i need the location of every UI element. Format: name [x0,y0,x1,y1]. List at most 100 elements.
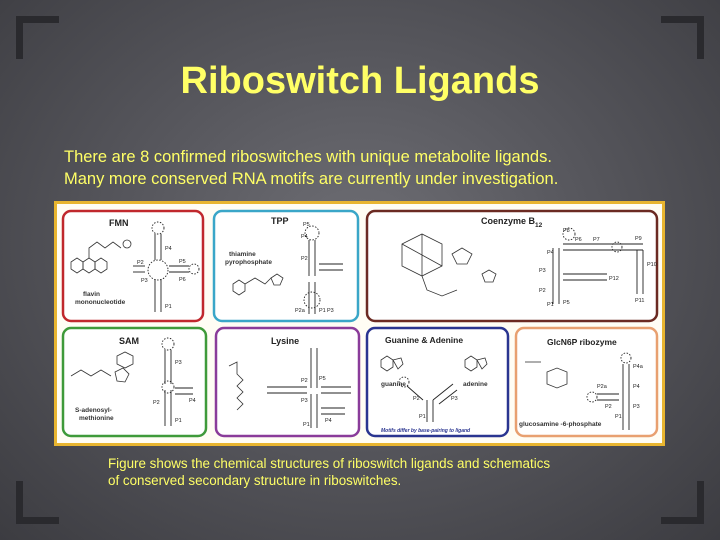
guanine-footnote: Motifs differ by base-pairing to ligand [381,428,471,434]
coenzyme-title-sub: 12 [535,222,543,229]
riboswitch-figure: FMN flavin mononucleotide [54,201,665,446]
panel-sam: SAM S-adenosyl- methionine [61,326,208,438]
fmn-stem-label-p3: P3 [141,278,148,284]
sam-stem-label-p1: P1 [175,418,182,424]
fmn-stem-label-p2: P2 [137,260,144,266]
coenzyme-stem-label-p12: P12 [609,276,619,282]
coenzyme-stem-label-p6: P6 [575,237,582,243]
sam-ligand-line1: S-adenosyl- [75,407,112,414]
fmn-ligand-line1: flavin [83,291,100,298]
caption-line-2: of conserved secondary structure in ribo… [108,473,402,488]
panel-glcn6p-title: GlcN6P ribozyme [547,337,617,347]
caption-line-1: Figure shows the chemical structures of … [108,456,551,471]
panel-coenzyme-title: Coenzyme B12 [481,216,543,229]
fmn-rna-schematic [133,221,200,312]
fmn-stem-label-p6: P6 [179,277,186,283]
intro-line-2: Many more conserved RNA motifs are curre… [64,170,559,188]
coenzyme-stem-label-p10: P10 [647,262,657,268]
coenzyme-stem-label-p4: P4 [547,250,554,256]
corner-bracket-top-right [661,16,704,59]
glcn6p-stem-label-p3: P3 [633,404,640,410]
guanine-rna-schematic [398,376,458,422]
panel-guanine-adenine: Guanine & Adenine guanine adenine [365,326,510,438]
panel-coenzyme-border [365,209,659,323]
guanine-adenine-structure-icons [380,355,488,372]
panel-fmn-title: FMN [109,218,129,228]
glcn6p-stem-label-p2a: P2a [597,384,608,390]
panel-glcn6p: GlcN6P ribozyme glucosamine -6-phosphate… [514,326,659,438]
coenzyme-stem-label-p1: P1 [547,302,554,308]
guanine-label: guanine [381,381,406,388]
panel-sam-title: SAM [119,336,139,346]
fmn-stem-label-p5: P5 [179,259,186,265]
intro-text: There are 8 confirmed riboswitches with … [64,146,684,190]
corner-bracket-top-left [16,16,59,59]
fmn-stem-label-p4: P4 [165,246,172,252]
panel-fmn: FMN flavin mononucleotide [61,209,205,323]
coenzyme-stem-label-p3: P3 [539,268,546,274]
lysine-stem-label-p5: P5 [319,376,326,382]
panel-tpp-title: TPP [271,216,289,226]
panel-tpp: TPP thiamine pyrophosphate [212,209,360,323]
lysine-rna-schematic [267,348,351,428]
guanine-stem-label-p2: P2 [413,396,420,402]
lysine-structure-icon [228,361,244,411]
fmn-structure-icon [70,239,132,274]
tpp-ligand-line1: thiamine [229,251,256,258]
tpp-structure-icon [232,273,284,296]
tpp-stem-label-p2: P2 [301,256,308,262]
glcn6p-structure-icon [525,361,568,389]
tpp-stem-label-p2a: P2a [295,308,306,314]
panel-lysine-title: Lysine [271,336,299,346]
fmn-stem-label-p1: P1 [165,304,172,310]
coenzyme-stem-label-p2: P2 [539,288,546,294]
lysine-stem-label-p4: P4 [325,418,332,424]
tpp-stem-label-p5: P5 [303,222,310,228]
guanine-stem-label-p1: P1 [419,414,426,420]
sam-ligand-line2: methionine [79,415,114,422]
panel-guanine-title: Guanine & Adenine [385,335,463,345]
glcn6p-rna-schematic [586,352,632,430]
coenzyme-structure-icon [401,233,497,297]
glcn6p-ligand-label: glucosamine -6-phosphate [519,421,602,428]
panel-lysine: Lysine P1 P2 P3 [214,326,361,438]
sam-rna-schematic [161,337,193,426]
glcn6p-stem-label-p1: P1 [615,414,622,420]
glcn6p-stem-label-p2: P2 [605,404,612,410]
slide-title: Riboswitch Ligands [180,60,540,102]
coenzyme-rna-schematic [552,227,644,304]
sam-stem-label-p4: P4 [189,398,196,404]
panel-coenzyme-b12: Coenzyme B12 [365,209,659,323]
glcn6p-stem-label-p4a: P4a [633,364,644,370]
coenzyme-stem-label-p7: P7 [593,237,600,243]
tpp-stem-label-p1: P1 [319,308,326,314]
sam-structure-icon [70,351,134,383]
coenzyme-stem-label-p5: P5 [563,300,570,306]
corner-bracket-bottom-right [661,481,704,524]
panel-sam-border [61,326,208,438]
tpp-stem-label-p3: P3 [327,308,334,314]
intro-line-1: There are 8 confirmed riboswitches with … [64,148,552,166]
sam-stem-label-p2: P2 [153,400,160,406]
figure-caption: Figure shows the chemical structures of … [108,455,668,489]
riboswitch-figure-svg: FMN flavin mononucleotide [61,209,659,438]
sam-stem-label-p3: P3 [175,360,182,366]
coenzyme-stem-label-p9: P9 [635,236,642,242]
coenzyme-title-main: Coenzyme B [481,216,536,226]
guanine-stem-label-p3: P3 [451,396,458,402]
coenzyme-stem-label-p11: P11 [635,298,644,304]
lysine-stem-label-p3: P3 [301,398,308,404]
adenine-label: adenine [463,381,488,388]
glcn6p-stem-label-p4: P4 [633,384,640,390]
panel-guanine-border [365,326,510,438]
panel-lysine-border [214,326,361,438]
lysine-stem-label-p1: P1 [303,422,310,428]
tpp-rna-schematic [303,225,343,314]
tpp-stem-label-p4: P4 [301,234,308,240]
corner-bracket-bottom-left [16,481,59,524]
panel-tpp-border [212,209,360,323]
lysine-stem-label-p2: P2 [301,378,308,384]
coenzyme-stem-label-p8: P8 [563,228,570,234]
fmn-ligand-line2: mononucleotide [75,299,126,306]
